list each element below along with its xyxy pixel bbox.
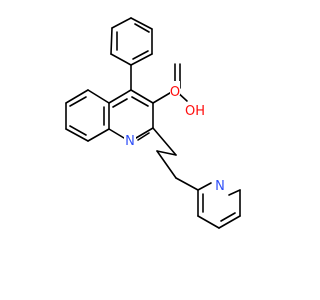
bond: [110, 53, 132, 66]
bond: [65, 128, 89, 142]
bond: [228, 189, 241, 196]
atom-label-hydroxyl: OH: [185, 104, 205, 119]
bond: [65, 89, 89, 104]
bond: [156, 150, 177, 156]
bond: [137, 132, 150, 141]
bonds: [65, 17, 241, 229]
bond: [108, 89, 132, 104]
bond: [175, 177, 199, 191]
atom-label-oxygen: O: [170, 85, 180, 100]
bond: [197, 182, 212, 191]
bond: [69, 96, 87, 107]
bond: [87, 89, 110, 104]
atom-labels: O OH N N: [124, 81, 227, 194]
bond: [131, 96, 149, 107]
bond: [132, 50, 149, 60]
bond: [87, 128, 110, 142]
bond: [135, 127, 154, 139]
bond: [69, 125, 87, 136]
bond: [134, 23, 150, 33]
bond: [197, 215, 220, 229]
bond: [130, 53, 153, 66]
bond: [156, 150, 177, 179]
atom-label-quinoline-nitrogen: N: [125, 134, 135, 149]
bond: [130, 89, 154, 104]
bond: [130, 17, 153, 30]
bond: [220, 212, 236, 222]
structure-diagram: O OH N N: [65, 17, 241, 229]
bond: [112, 98, 128, 108]
bond: [111, 17, 132, 29]
bond: [152, 127, 177, 156]
bond: [218, 215, 241, 229]
bond: [108, 128, 125, 139]
bond: [110, 27, 113, 55]
atom-label-pyridine-nitrogen: N: [215, 179, 225, 194]
